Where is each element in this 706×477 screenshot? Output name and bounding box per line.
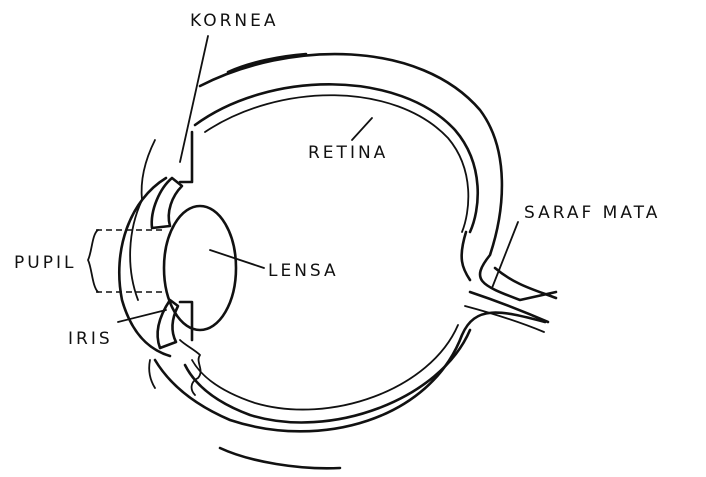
label-saraf-mata: SARAF MATA [524,203,660,223]
label-lensa: LENSA [268,261,339,281]
retina-layer [185,84,478,422]
cornea [119,140,170,388]
label-iris: IRIS [68,329,113,349]
iris [152,132,201,395]
label-pupil: PUPIL [14,253,76,273]
lens [164,206,236,330]
sclera [155,54,556,468]
label-kornea: KORNEA [190,11,279,31]
pupil-indicator [88,230,165,292]
label-retina: RETINA [308,143,388,163]
